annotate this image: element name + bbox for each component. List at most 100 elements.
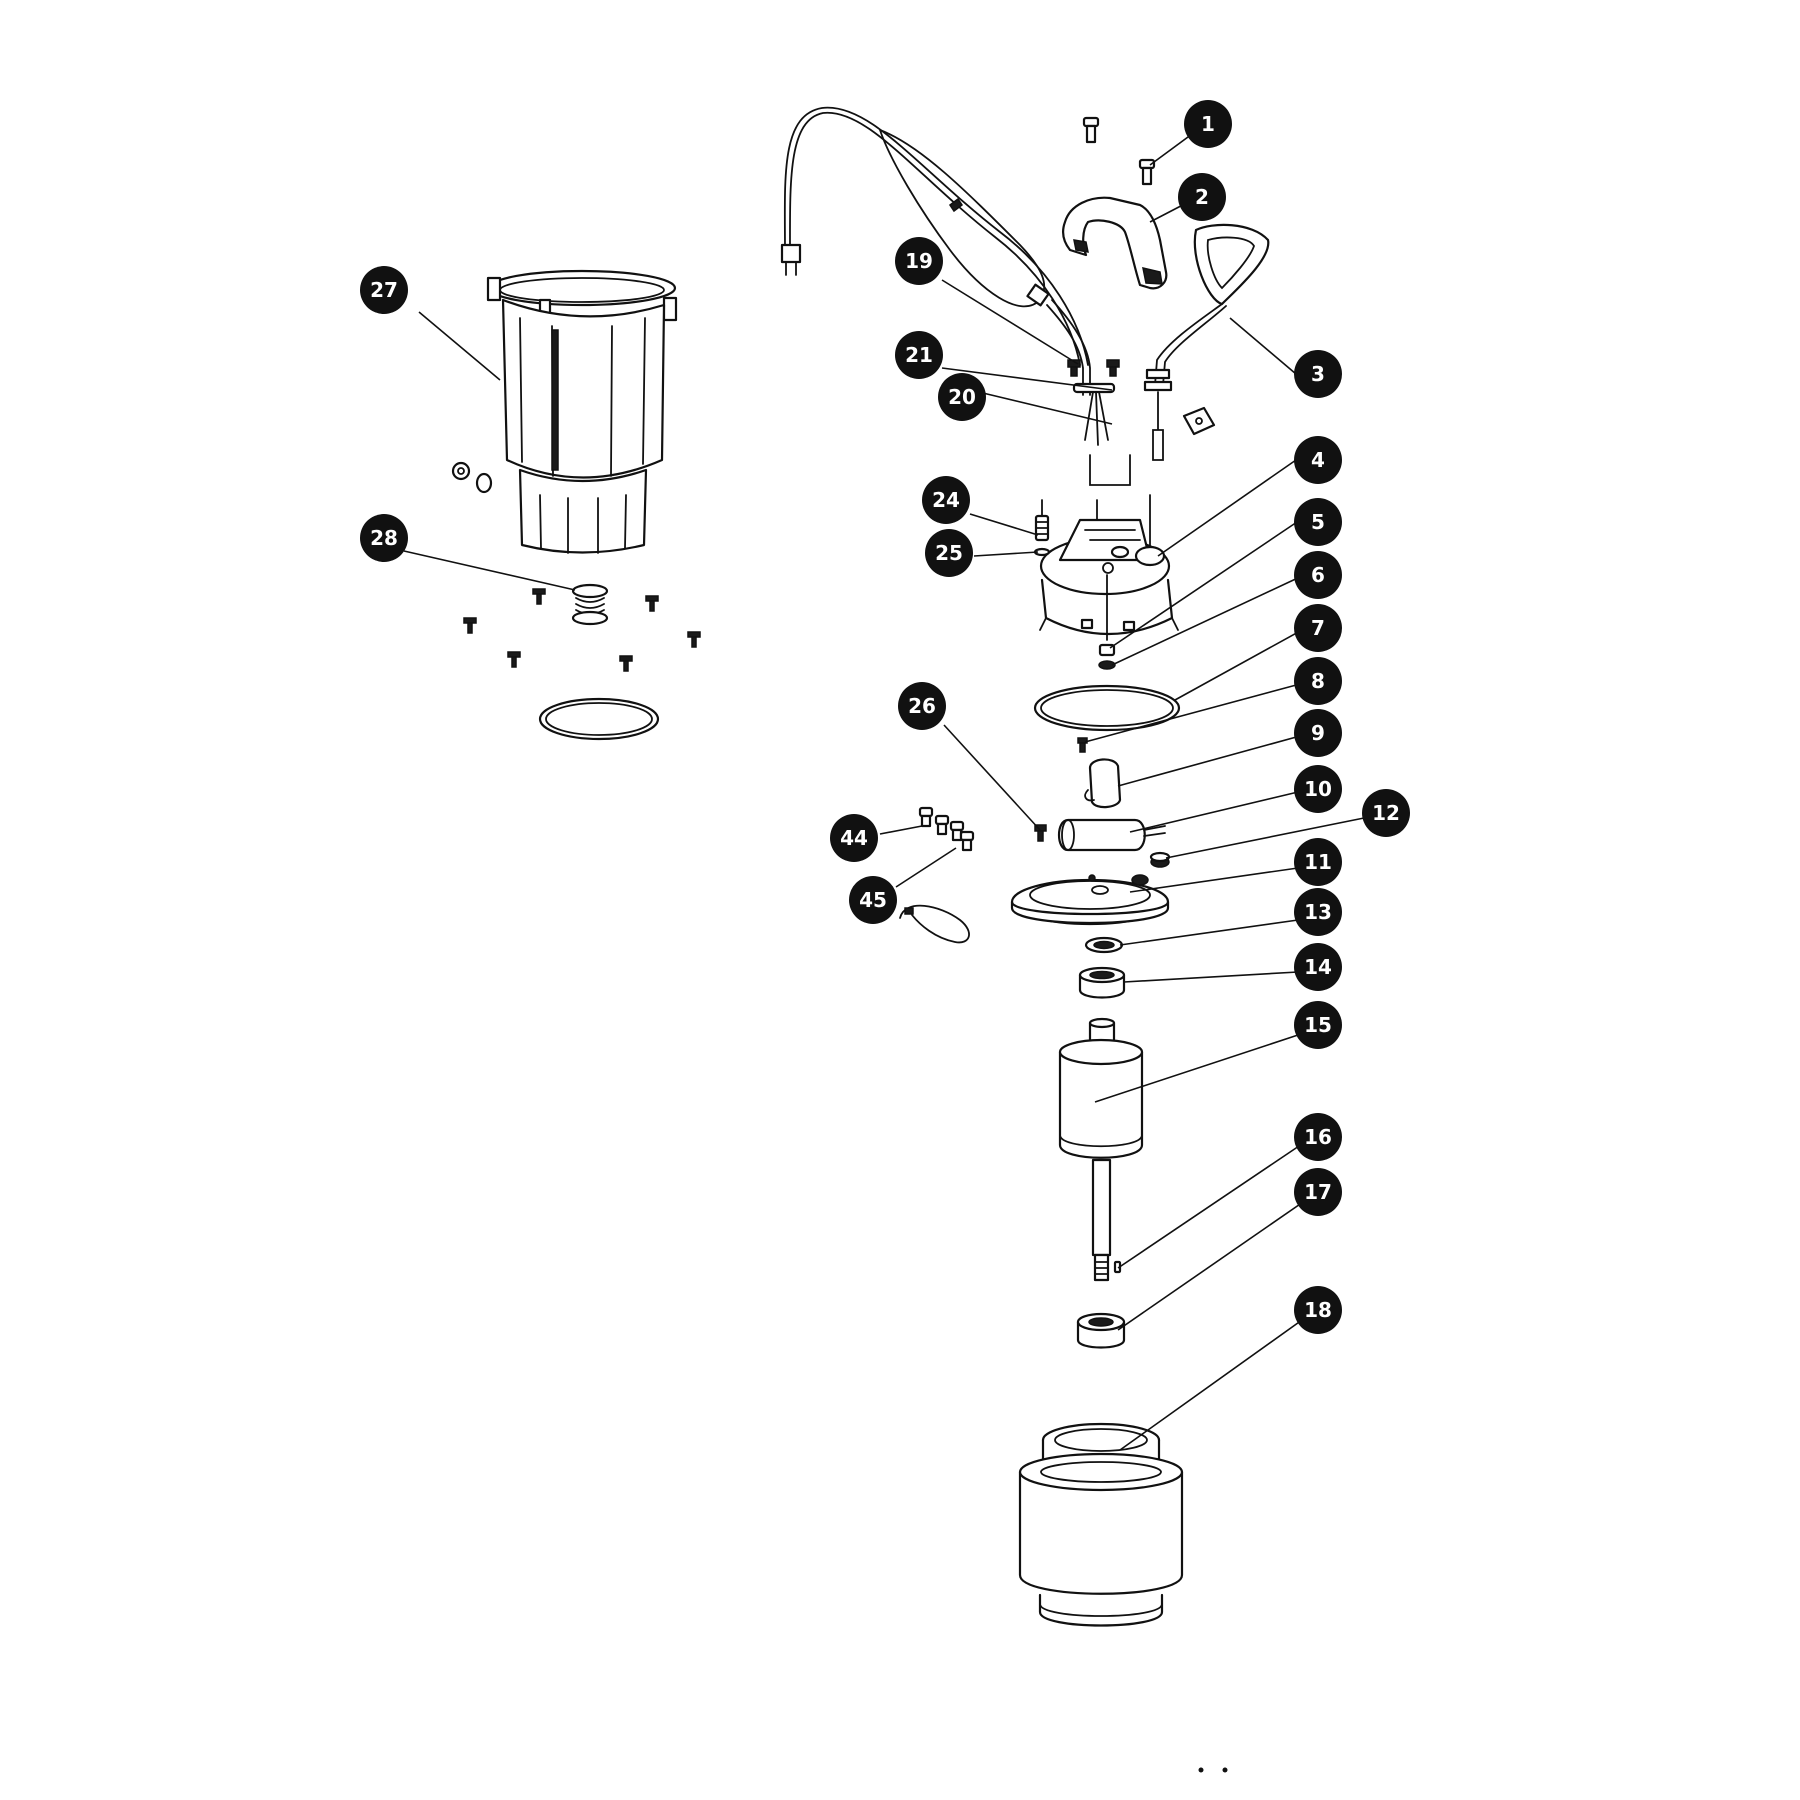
callout-badge <box>922 476 970 524</box>
callout-number: 15 <box>1304 1013 1332 1037</box>
callout-25: 25 <box>925 529 973 577</box>
callout-number: 19 <box>905 249 933 273</box>
callout-badge <box>1294 838 1342 886</box>
callout-15: 15 <box>1294 1001 1342 1049</box>
callout-badge <box>1294 1001 1342 1049</box>
callout-14: 14 <box>1294 943 1342 991</box>
callout-number: 14 <box>1304 955 1332 979</box>
o-ring <box>1033 684 1181 732</box>
callout-26: 26 <box>898 682 946 730</box>
callout-badge <box>1294 498 1342 546</box>
callout-number: 13 <box>1304 900 1332 924</box>
power-cord <box>780 106 1091 396</box>
callout-number: 25 <box>935 541 963 565</box>
base-o-ring <box>538 697 660 741</box>
callout-badge <box>925 529 973 577</box>
clamp <box>1084 758 1122 809</box>
callout-16: 16 <box>1294 1113 1342 1161</box>
callout-badge <box>895 237 943 285</box>
callout-number: 11 <box>1304 850 1332 874</box>
callout-28: 28 <box>360 514 408 562</box>
callout-badge <box>1294 1286 1342 1334</box>
callout-badge <box>938 373 986 421</box>
callout-badge <box>830 814 878 862</box>
callout-badge <box>1294 551 1342 599</box>
callout-number: 24 <box>932 488 960 512</box>
callout-badge <box>1294 657 1342 705</box>
callout-20: 20 <box>938 373 986 421</box>
callout-badge <box>1294 943 1342 991</box>
callout-2: 2 <box>1178 173 1226 221</box>
seal <box>1084 936 1124 954</box>
callout-badge <box>1294 1113 1342 1161</box>
plate-screw <box>1034 824 1047 842</box>
callout-5: 5 <box>1294 498 1342 546</box>
part-callouts: 1234567891011121314151617181920212425262… <box>360 100 1410 1334</box>
top-screws <box>1082 116 1156 186</box>
cord-clamp <box>1182 406 1216 436</box>
callout-number: 27 <box>370 278 398 302</box>
cover-screw <box>1098 574 1116 670</box>
callout-4: 4 <box>1294 436 1342 484</box>
bearing-plate <box>1010 874 1170 926</box>
callout-number: 10 <box>1304 777 1332 801</box>
callout-number: 44 <box>840 826 868 850</box>
callout-number: 21 <box>905 343 933 367</box>
callout-badge <box>1294 436 1342 484</box>
callout-number: 26 <box>908 694 936 718</box>
cable-tie <box>899 904 970 944</box>
callout-number: 6 <box>1311 563 1325 587</box>
lower-bearing <box>1076 1312 1126 1349</box>
callout-13: 13 <box>1294 888 1342 936</box>
callout-badge <box>360 514 408 562</box>
callout-number: 3 <box>1311 362 1325 386</box>
capacitor <box>1057 818 1166 852</box>
callout-number: 7 <box>1311 616 1325 640</box>
callout-18: 18 <box>1294 1286 1342 1334</box>
callout-number: 16 <box>1304 1125 1332 1149</box>
stator-housing <box>1018 1422 1184 1627</box>
callout-12: 12 <box>1362 789 1410 837</box>
callout-number: 1 <box>1201 112 1215 136</box>
callout-7: 7 <box>1294 604 1342 652</box>
callout-badge <box>1362 789 1410 837</box>
callout-11: 11 <box>1294 838 1342 886</box>
motor-cover <box>1039 494 1179 636</box>
dot-mark <box>1222 1767 1228 1773</box>
callout-45: 45 <box>849 876 897 924</box>
callout-number: 4 <box>1311 448 1325 472</box>
callout-number: 8 <box>1311 669 1325 693</box>
float-switch <box>1143 223 1270 461</box>
callout-9: 9 <box>1294 709 1342 757</box>
callout-badge <box>895 331 943 379</box>
callout-number: 45 <box>859 888 887 912</box>
callout-17: 17 <box>1294 1168 1342 1216</box>
callout-badge <box>849 876 897 924</box>
callout-badge <box>360 266 408 314</box>
callout-3: 3 <box>1294 350 1342 398</box>
callout-6: 6 <box>1294 551 1342 599</box>
callout-badge <box>1294 350 1342 398</box>
dot-mark <box>1198 1767 1204 1773</box>
callout-number: 12 <box>1372 801 1400 825</box>
callout-badge <box>1178 173 1226 221</box>
callout-badge <box>1294 1168 1342 1216</box>
callout-27: 27 <box>360 266 408 314</box>
callout-number: 18 <box>1304 1298 1332 1322</box>
small-screw <box>1077 737 1088 753</box>
callout-number: 17 <box>1304 1180 1332 1204</box>
callout-8: 8 <box>1294 657 1342 705</box>
callout-1: 1 <box>1184 100 1232 148</box>
callout-badge <box>1294 604 1342 652</box>
callout-number: 20 <box>948 385 976 409</box>
cord-wires <box>1084 391 1131 486</box>
handle <box>1062 196 1168 290</box>
callout-badge <box>1294 709 1342 757</box>
shaft-seal <box>571 583 609 626</box>
pump-base <box>451 269 678 554</box>
callout-44: 44 <box>830 814 878 862</box>
callout-number: 9 <box>1311 721 1325 745</box>
cover-pin <box>1033 499 1051 557</box>
wire-nuts <box>918 806 975 852</box>
